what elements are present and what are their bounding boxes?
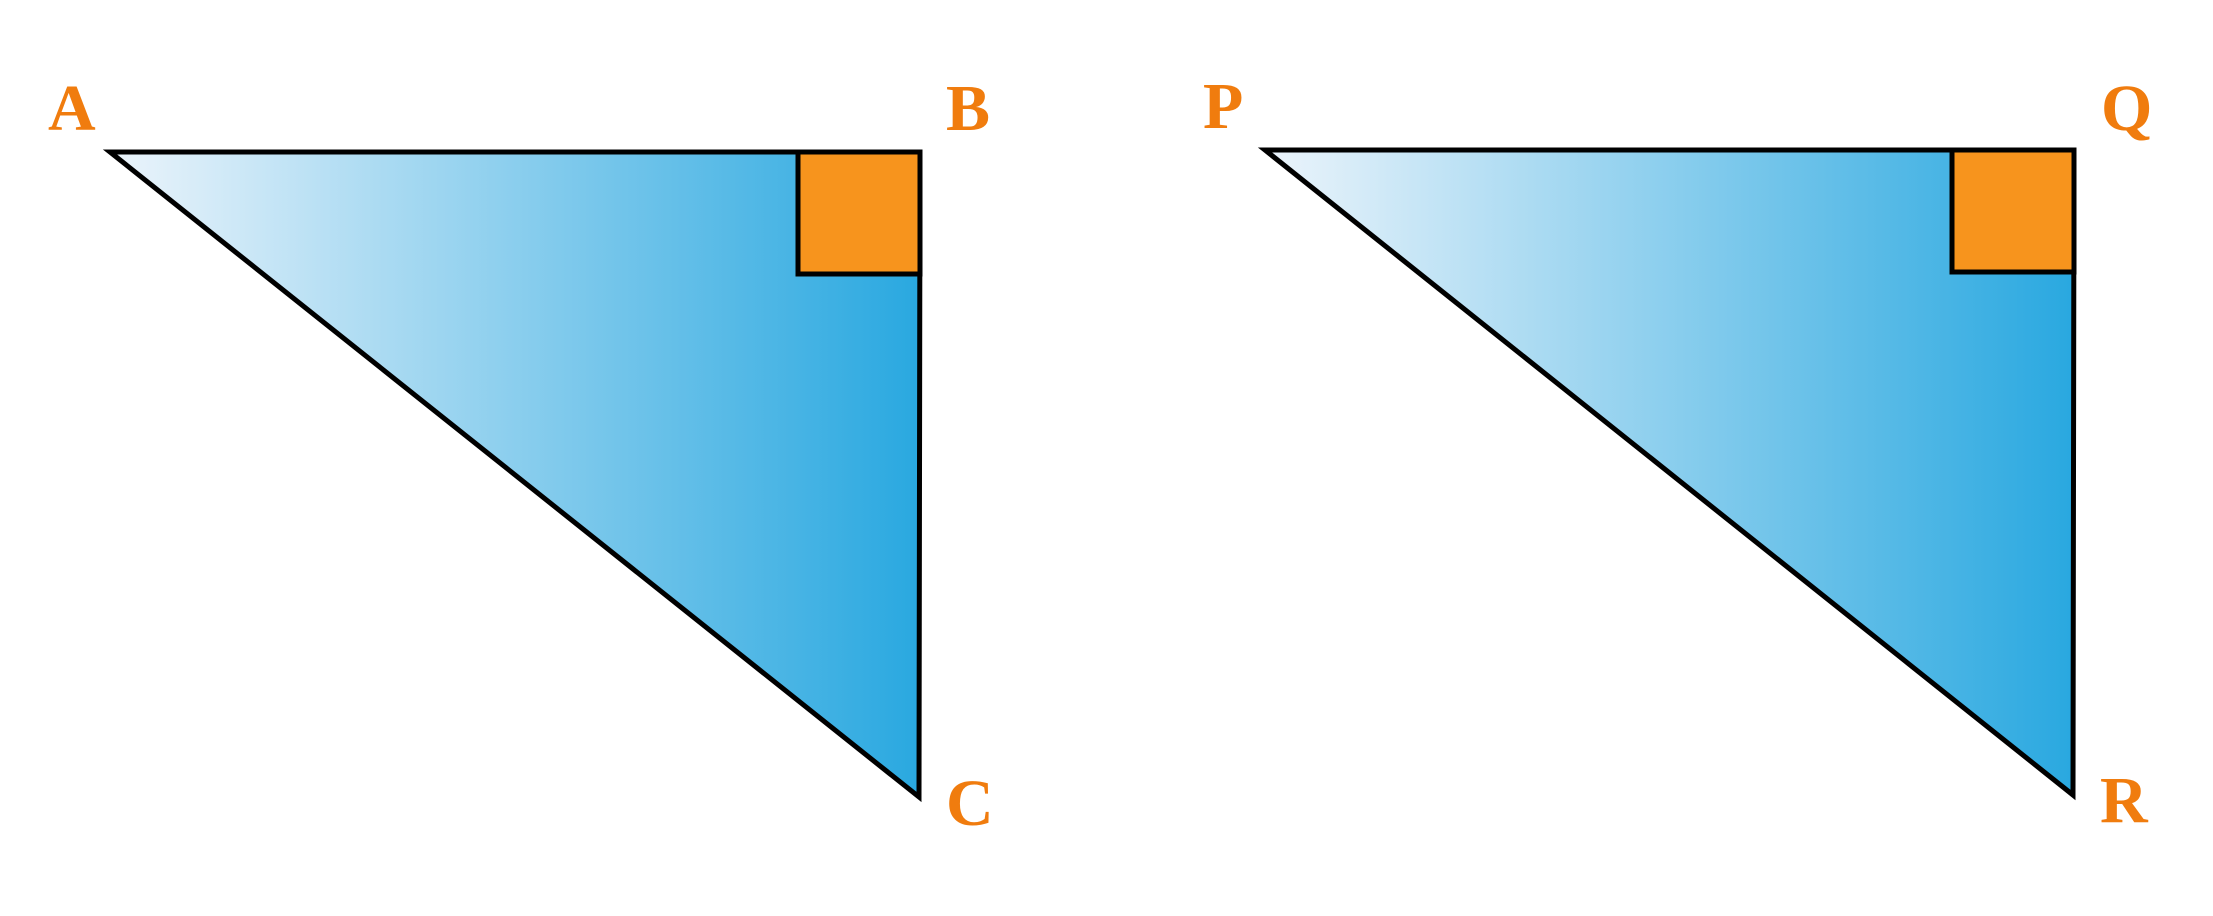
triangle-abc-shape (102, 149, 923, 803)
vertex-label-q: Q (2101, 72, 2152, 145)
triangle-pqr-shape (1257, 147, 2077, 801)
vertex-label-p: P (1203, 70, 1243, 143)
vertex-label-a: A (48, 72, 96, 145)
vertex-label-b: B (946, 72, 990, 145)
triangle-abc: A B C (48, 72, 994, 840)
right-angle-marker-b (795, 149, 923, 277)
vertex-label-r: R (2100, 764, 2149, 837)
triangle-pqr: P Q R (1203, 70, 2152, 837)
right-angle-marker-q (1949, 147, 2077, 275)
vertex-label-c: C (946, 767, 994, 840)
